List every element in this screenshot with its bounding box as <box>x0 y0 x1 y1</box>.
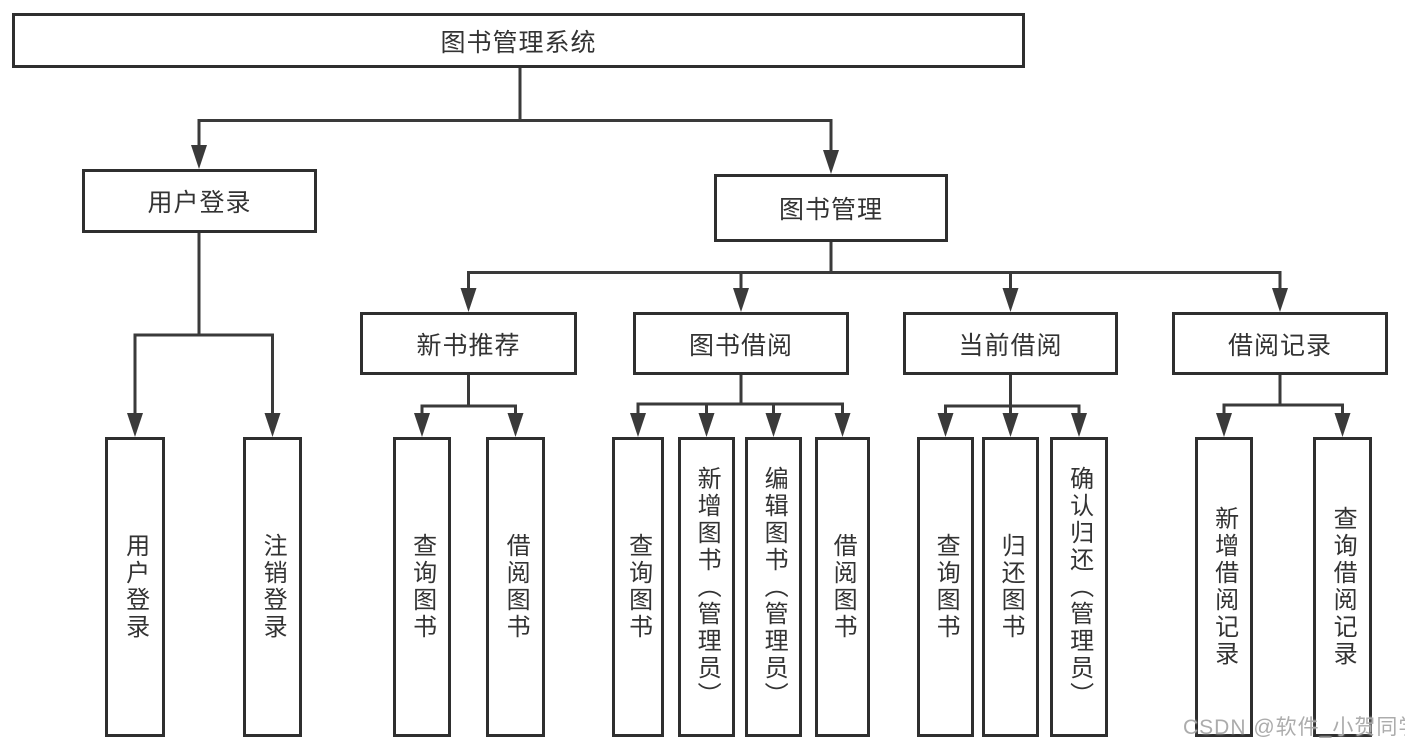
arrowhead-icon <box>1334 413 1351 437</box>
arrowhead-icon <box>630 413 646 437</box>
leaf-query-books-recommend: 查询图书 <box>393 437 451 737</box>
arrowhead-icon <box>264 413 281 437</box>
watermark: CSDN @软件_小贺同学 <box>1183 716 1405 739</box>
leaf-user-login: 用户登录 <box>105 437 165 737</box>
arrowhead-icon <box>937 413 954 437</box>
node-book-management: 图书管理 <box>714 174 948 242</box>
arrowhead-icon <box>191 145 207 169</box>
arrowhead-icon <box>507 413 524 437</box>
arrowhead-icon <box>1002 288 1019 312</box>
arrowhead-icon <box>698 413 715 437</box>
arrowhead-icon <box>733 288 749 312</box>
leaf-confirm-return-admin: 确认归还（管理员） <box>1050 437 1108 737</box>
leaf-return-books: 归还图书 <box>982 437 1039 737</box>
arrowhead-icon <box>834 413 851 437</box>
arrowhead-icon <box>414 413 430 437</box>
arrowhead-icon <box>1071 413 1087 437</box>
node-new-book-recommend: 新书推荐 <box>360 312 577 375</box>
leaf-borrow-books-borrowing: 借阅图书 <box>815 437 870 737</box>
leaf-add-borrow-record: 新增借阅记录 <box>1195 437 1253 737</box>
leaf-logout-login: 注销登录 <box>243 437 302 737</box>
leaf-edit-books-admin: 编辑图书（管理员） <box>745 437 802 737</box>
node-current-borrowing: 当前借阅 <box>903 312 1118 375</box>
leaf-query-books-borrowing: 查询图书 <box>612 437 664 737</box>
arrowhead-icon <box>1216 413 1232 437</box>
leaf-query-books-current: 查询图书 <box>917 437 974 737</box>
leaf-add-books-admin: 新增图书（管理员） <box>678 437 735 737</box>
node-book-borrowing: 图书借阅 <box>633 312 849 375</box>
leaf-query-borrow-record: 查询借阅记录 <box>1313 437 1372 737</box>
arrowhead-icon <box>765 413 782 437</box>
arrowhead-icon <box>127 413 143 437</box>
arrowhead-icon <box>823 150 839 174</box>
node-user-login: 用户登录 <box>82 169 317 233</box>
arrowhead-icon <box>1272 288 1288 312</box>
node-borrowing-records: 借阅记录 <box>1172 312 1388 375</box>
arrowhead-icon <box>1002 413 1019 437</box>
node-system-root: 图书管理系统 <box>12 13 1025 68</box>
leaf-borrow-books-recommend: 借阅图书 <box>486 437 545 737</box>
arrowhead-icon <box>460 288 477 312</box>
